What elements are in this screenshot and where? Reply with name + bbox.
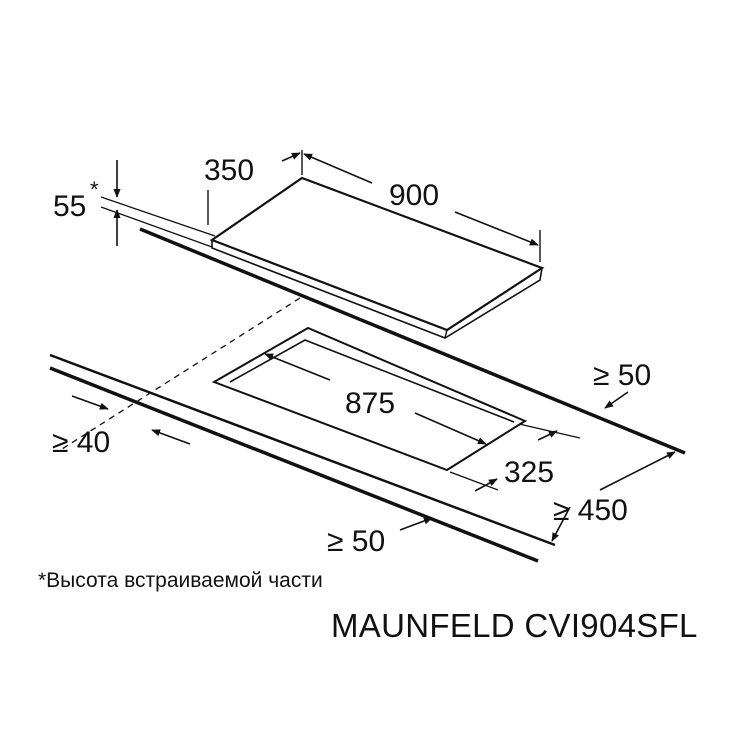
footnote: *Высота встраиваемой части [38,569,323,592]
dim-cutout-width: 875 [264,353,487,445]
dim-450-label: ≥ 450 [553,494,628,527]
projection-dashed-line [61,297,301,450]
dim-55-label: 55 [53,190,86,223]
dim-wall-clearance: ≥ 450 [551,451,676,542]
dim-rear-clearance: ≥ 50 [593,359,651,409]
dim-900-label: 900 [389,179,439,212]
dim-front-clearance: ≥ 50 [327,517,433,558]
dim-hob-width: 900 [303,153,541,262]
countertop-front-lower-edge [49,366,539,563]
hob-edge [211,240,543,339]
countertop-back-edge [139,227,686,455]
dim-build-in-height: 55 * [53,160,216,248]
hob [209,176,545,339]
hob-edge-front [444,329,448,339]
dim-40-label: ≥ 40 [52,426,110,459]
cutout [211,326,528,472]
countertop-front-edge [49,353,556,547]
cutout-inner [229,339,515,423]
dim-325-label: 325 [504,456,554,489]
dim-rear-50-label: ≥ 50 [593,359,651,392]
dim-side-clearance: ≥ 40 [52,395,191,459]
dim-875-label: 875 [345,387,395,420]
dim-55-asterisk: * [90,177,99,202]
dim-front-50-label: ≥ 50 [327,525,385,558]
cutout-outer [211,326,528,472]
dim-350-label: 350 [204,154,254,187]
hob-glass-top [209,176,545,332]
dim-cutout-depth: 325 [449,423,581,492]
countertop [49,227,686,563]
dim-hob-depth: 350 [204,150,303,225]
model-name: MAUNFELD CVI904SFL [331,607,698,644]
